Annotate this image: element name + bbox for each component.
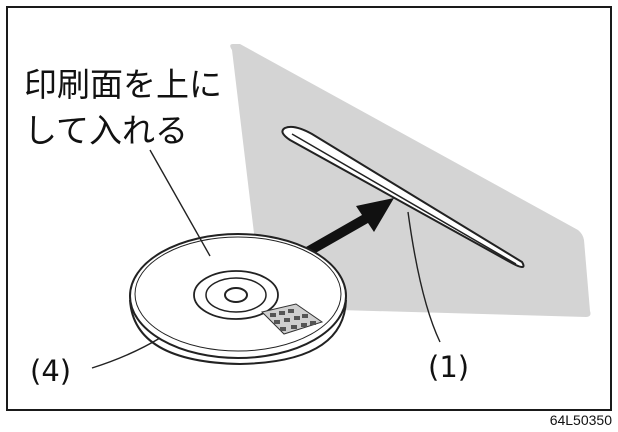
slot-leader-line: [407, 211, 441, 343]
disc-slot: [281, 125, 525, 268]
disc-leader-line: [91, 337, 161, 369]
instruction-leader-line: [149, 149, 211, 257]
callout-disc-label: (4): [30, 354, 72, 388]
instruction-text: 印刷面を上に して入れる: [24, 62, 222, 154]
figure-code: 64L50350: [549, 412, 612, 428]
figure-frame: [6, 6, 612, 411]
instruction-line-1: 印刷面を上に: [24, 65, 222, 104]
insert-arrow: [306, 198, 394, 255]
disc: [129, 233, 347, 366]
callout-slot-label: (1): [428, 350, 470, 384]
instruction-line-2: して入れる: [24, 111, 189, 150]
disc-print-area: [261, 303, 324, 335]
